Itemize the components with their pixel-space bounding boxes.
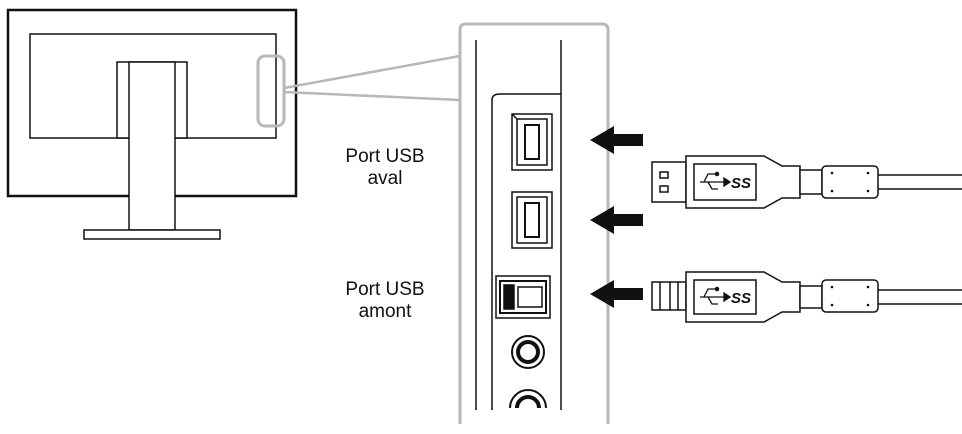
monitor-icon xyxy=(6,8,298,240)
downstream-label-line1: Port USB xyxy=(345,146,425,167)
upstream-label-line1: Port USB xyxy=(345,279,425,300)
usb-a-port-2 xyxy=(511,191,553,249)
arrow-left-icon xyxy=(590,206,643,234)
usb-ss-text: SS xyxy=(731,175,751,192)
arrow-left-icon xyxy=(590,126,643,154)
usb-a-plug-icon xyxy=(651,155,962,209)
downstream-label-line2: aval xyxy=(367,168,403,189)
usb-b-plug-icon xyxy=(651,271,962,323)
usb-b-port xyxy=(495,275,551,319)
upstream-label-line2: amont xyxy=(358,301,412,322)
usb-superspeed-logo xyxy=(700,171,732,190)
audio-jack-1 xyxy=(511,335,545,369)
upstream-port-label: Port USB amont xyxy=(330,279,440,323)
usb-superspeed-logo xyxy=(700,286,732,305)
arrow-left-icon xyxy=(590,280,643,308)
audio-jack-2 xyxy=(509,389,547,409)
port-area-highlight xyxy=(256,54,286,128)
downstream-port-label: Port USB aval xyxy=(330,146,440,190)
usb-ss-text: SS xyxy=(731,290,751,307)
ferrite-dots xyxy=(830,285,870,307)
zoom-callout-lines xyxy=(283,54,461,102)
ferrite-dots xyxy=(830,171,870,193)
usb-a-port-1 xyxy=(511,113,553,171)
